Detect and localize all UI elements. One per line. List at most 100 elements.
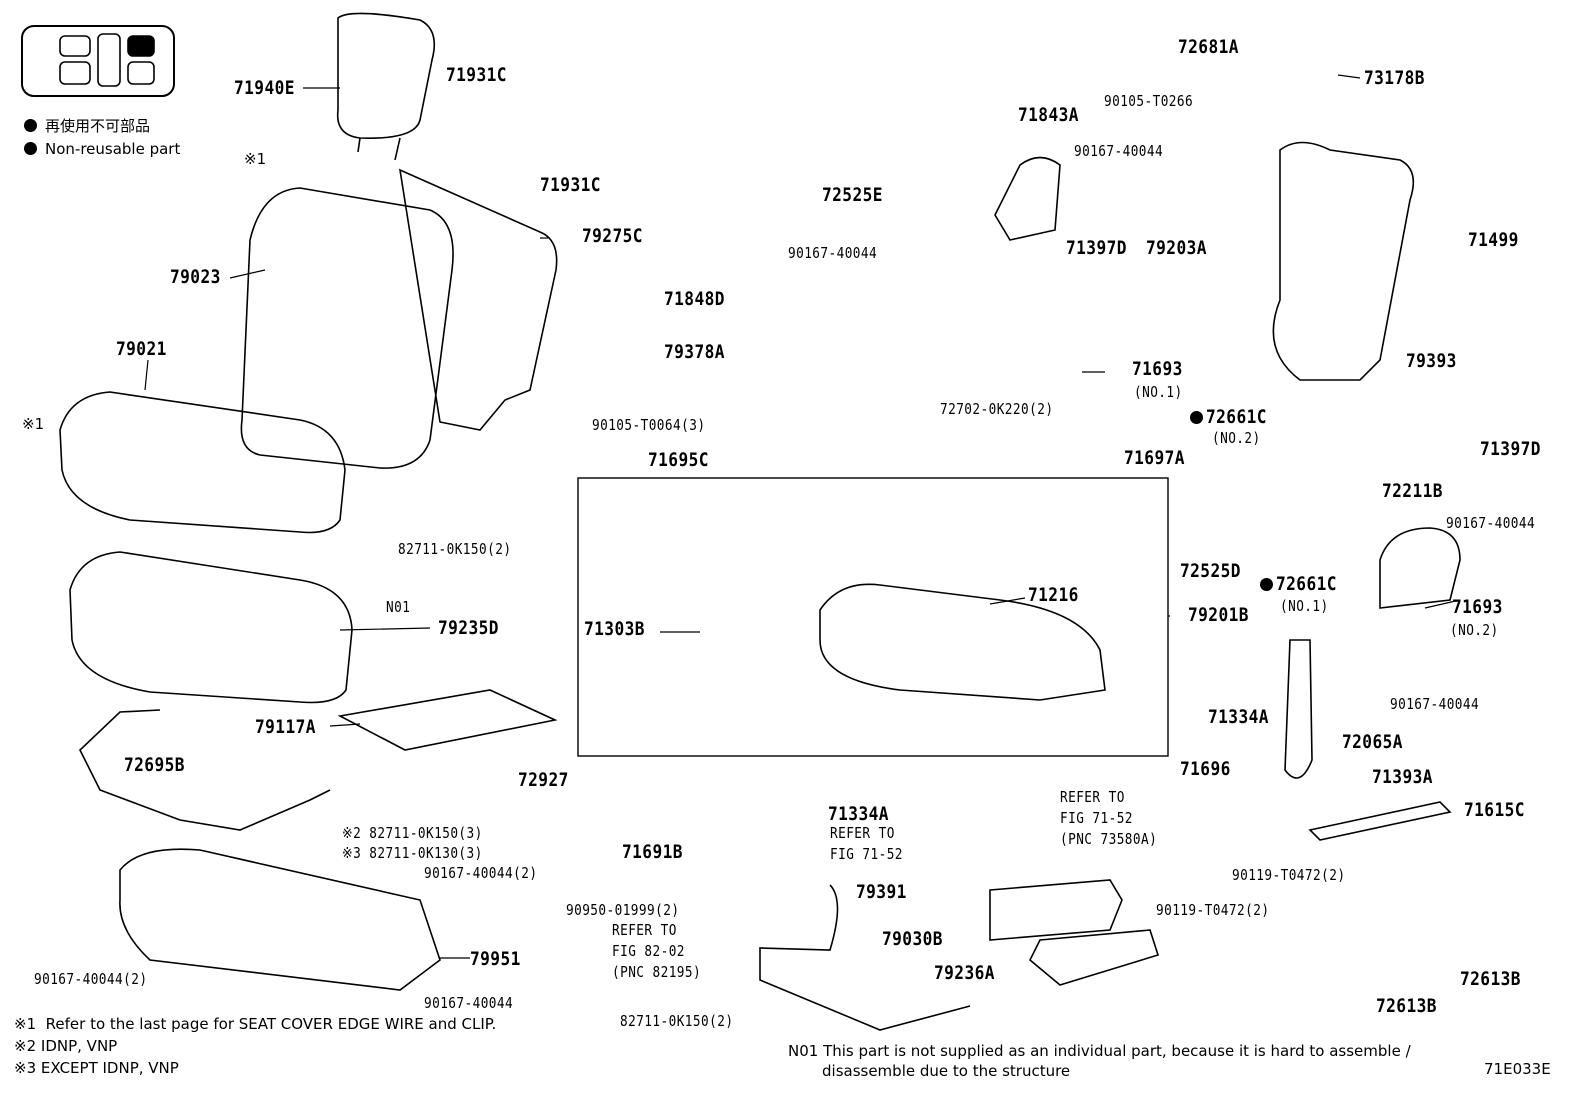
part-label: 72211B bbox=[1382, 480, 1443, 502]
cushion-frame-shape bbox=[119, 848, 441, 991]
legend-item-japanese: 再使用不可部品 bbox=[24, 115, 150, 136]
refer-to-pnc: (PNC 73580A) bbox=[1060, 830, 1158, 848]
part-label: 71940E bbox=[234, 77, 295, 99]
part-label: 79023 bbox=[170, 266, 221, 288]
part-label: 71931C bbox=[540, 174, 601, 196]
seat-position-icon bbox=[21, 25, 175, 97]
part-label: 72927 bbox=[518, 769, 569, 791]
part-label: 90167-40044(2) bbox=[34, 970, 148, 988]
non-reusable-dot-icon bbox=[1260, 578, 1273, 591]
part-label: 72702-0K220(2) bbox=[940, 400, 1054, 418]
frame-group-box bbox=[577, 477, 1169, 757]
legend-text-english: Non-reusable part bbox=[45, 140, 181, 158]
footnote-1: ※1 Refer to the last page for SEAT COVER… bbox=[14, 1015, 496, 1033]
part-label: 90167-40044 bbox=[1074, 142, 1164, 160]
belt-shape bbox=[1284, 639, 1313, 779]
part-label: 72681A bbox=[1178, 36, 1239, 58]
refer-to-label: REFER TO bbox=[1060, 788, 1125, 806]
headrest-shape bbox=[336, 12, 436, 139]
part-label: 72065A bbox=[1342, 731, 1403, 753]
part-label: 71697A bbox=[1124, 447, 1185, 469]
footnote-2-text: IDNP, VNP bbox=[40, 1037, 118, 1055]
part-sublabel: (NO.2) bbox=[1212, 429, 1261, 447]
part-label: 90167-40044 bbox=[424, 994, 514, 1012]
part-label: 79951 bbox=[470, 948, 521, 970]
marker-note-1-left: ※1 bbox=[22, 415, 45, 433]
non-reusable-dot-icon bbox=[24, 119, 37, 132]
side-cover-shape bbox=[989, 879, 1123, 941]
part-label: 71695C bbox=[648, 449, 709, 471]
part-label: 79021 bbox=[116, 338, 167, 360]
part-label: 71334A bbox=[828, 803, 889, 825]
part-label: ※3 82711-0K130(3) bbox=[342, 844, 483, 862]
part-label: 79391 bbox=[856, 881, 907, 903]
part-label: 72661C bbox=[1206, 406, 1267, 428]
hinge-cover-shape bbox=[994, 156, 1061, 241]
part-label: 71397D bbox=[1480, 438, 1541, 460]
part-label: 71693 bbox=[1452, 596, 1503, 618]
part-label: 71696 bbox=[1180, 758, 1231, 780]
part-label: 71693 bbox=[1132, 358, 1183, 380]
part-label: 71843A bbox=[1018, 104, 1079, 126]
part-label: 79201B bbox=[1188, 604, 1249, 626]
footnote-2: ※2 IDNP, VNP bbox=[14, 1037, 117, 1055]
legend-item-english: Non-reusable part bbox=[24, 140, 180, 158]
part-label: 79117A bbox=[255, 716, 316, 738]
part-label: 72525E bbox=[822, 184, 883, 206]
part-label: 72613B bbox=[1460, 968, 1521, 990]
refer-to-label: REFER TO bbox=[612, 921, 677, 939]
part-label: 79203A bbox=[1146, 237, 1207, 259]
part-sublabel: (NO.1) bbox=[1134, 383, 1183, 401]
refer-to-fig: FIG 82-02 bbox=[612, 942, 685, 960]
footnote-3-text: EXCEPT IDNP, VNP bbox=[40, 1059, 179, 1077]
side-trim-shape bbox=[1029, 929, 1160, 986]
wire-harness-shape bbox=[79, 709, 331, 831]
part-label: 82711-0K150(2) bbox=[398, 540, 512, 558]
seatback-cover-shape bbox=[240, 187, 454, 469]
part-label: 71848D bbox=[664, 288, 725, 310]
footnote-3-mark: ※3 bbox=[14, 1059, 37, 1077]
part-label: 79378A bbox=[664, 341, 725, 363]
figure-id: 71E033E bbox=[1484, 1060, 1551, 1078]
n01-note-line1: N01 This part is not supplied as an indi… bbox=[788, 1042, 1411, 1060]
part-label: 90119-T0472(2) bbox=[1156, 901, 1270, 919]
part-label: 82711-0K150(2) bbox=[620, 1012, 734, 1030]
footnote-1-mark: ※1 bbox=[14, 1015, 37, 1033]
cushion-panel-shape bbox=[337, 689, 558, 751]
legend-text-japanese: 再使用不可部品 bbox=[45, 117, 151, 135]
refer-to-fig: FIG 71-52 bbox=[830, 845, 903, 863]
footnote-1-text: Refer to the last page for SEAT COVER ED… bbox=[45, 1015, 497, 1033]
marker-note-1-top: ※1 bbox=[244, 150, 267, 168]
refer-to-pnc: (PNC 82195) bbox=[612, 963, 702, 981]
cushion-cover-shape bbox=[59, 391, 346, 534]
part-label: 72695B bbox=[124, 754, 185, 776]
refer-to-label: REFER TO bbox=[830, 824, 895, 842]
part-label: 71303B bbox=[584, 618, 645, 640]
part-label: 72661C bbox=[1276, 573, 1337, 595]
part-label: 79236A bbox=[934, 962, 995, 984]
seatback-pad-shape bbox=[398, 168, 558, 431]
part-label: 79030B bbox=[882, 928, 943, 950]
part-label: 71499 bbox=[1468, 229, 1519, 251]
part-sublabel: (NO.1) bbox=[1280, 597, 1329, 615]
part-label: 71393A bbox=[1372, 766, 1433, 788]
part-label: 79235D bbox=[438, 617, 499, 639]
track-cover-shape bbox=[1308, 801, 1452, 841]
cable-shape bbox=[759, 884, 971, 1031]
footnote-3: ※3 EXCEPT IDNP, VNP bbox=[14, 1059, 179, 1077]
seatback-frame-shape bbox=[1272, 141, 1415, 381]
part-label: 71334A bbox=[1208, 706, 1269, 728]
non-reusable-dot-icon bbox=[1190, 411, 1203, 424]
refer-to-fig: FIG 71-52 bbox=[1060, 809, 1133, 827]
part-label: 90167-40044 bbox=[1390, 695, 1480, 713]
part-label: 90119-T0472(2) bbox=[1232, 866, 1346, 884]
non-reusable-dot-icon bbox=[24, 142, 37, 155]
part-label: 71397D bbox=[1066, 237, 1127, 259]
part-label: 71615C bbox=[1464, 799, 1525, 821]
part-label: 72613B bbox=[1376, 995, 1437, 1017]
part-label: ※2 82711-0K150(3) bbox=[342, 824, 483, 842]
part-label: 90167-40044 bbox=[1446, 514, 1536, 532]
part-label: 71931C bbox=[446, 64, 507, 86]
footnote-2-mark: ※2 bbox=[14, 1037, 37, 1055]
